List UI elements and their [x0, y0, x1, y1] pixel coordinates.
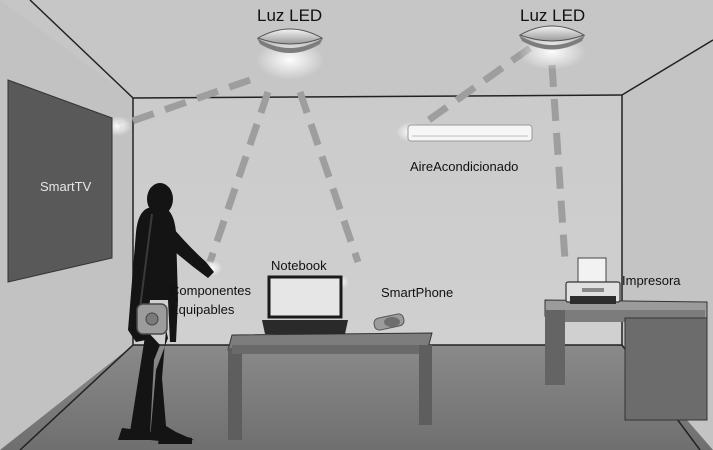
smartphone-icon: [373, 313, 405, 331]
person-silhouette-icon: [118, 183, 214, 444]
label-led-light-right: Luz LED: [520, 6, 586, 25]
label-led-light-left: Luz LED: [257, 6, 323, 25]
wireless-links: [116, 45, 569, 264]
label-wearables-line2: Equipables: [170, 302, 235, 317]
link-smartphone: [296, 90, 362, 264]
link-tv: [116, 76, 252, 130]
led-light-right-icon: [518, 25, 586, 70]
label-air-conditioner: AireAcondicionado: [410, 159, 519, 174]
link-wearables: [206, 90, 272, 264]
ceiling: [0, 0, 713, 98]
label-wearables-line1: Componentes: [170, 283, 251, 298]
link-air-conditioner: [409, 45, 533, 135]
label-smartphone: SmartPhone: [381, 285, 454, 300]
printer-icon: [565, 257, 621, 304]
label-smart-tv: SmartTV: [40, 179, 92, 194]
label-printer: Impresora: [622, 273, 681, 288]
label-notebook: Notebook: [271, 258, 327, 273]
floor: [0, 345, 713, 450]
shoulder-bag-icon: [136, 213, 168, 335]
led-light-left-icon: [256, 28, 324, 80]
desk-icon: [227, 332, 433, 440]
smart-tv-icon: [7, 79, 113, 283]
air-conditioner-icon: [407, 124, 533, 142]
notebook-icon: [262, 275, 348, 334]
printer-desk-icon: [544, 299, 708, 421]
